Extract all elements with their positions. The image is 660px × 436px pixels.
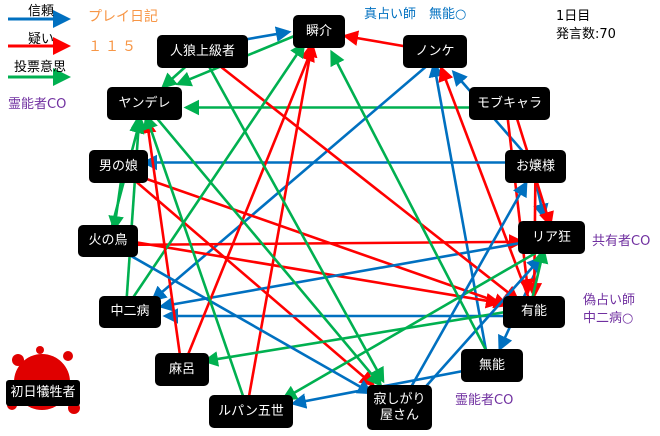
- vote-arrow: [124, 113, 147, 309]
- legend-vote-label: 投票意思: [14, 60, 67, 75]
- vote-arrow: [330, 49, 498, 371]
- post-count: 発言数:70: [556, 27, 616, 42]
- node-hinotori: 火の鳥: [78, 225, 138, 257]
- vote-arrow: [197, 46, 385, 384]
- node-lupin: ルパン五世: [209, 395, 293, 428]
- trust-arrow: [150, 54, 440, 302]
- annotation-medium-co: 霊能者CO: [8, 97, 67, 112]
- trust-arrow: [290, 364, 493, 409]
- doubt-arrow: [205, 54, 520, 302]
- legend-trust-label: 信頼: [28, 4, 55, 19]
- doubt-arrow: [117, 165, 376, 387]
- legend-arrows: [8, 10, 71, 86]
- legend-doubt-label: 疑い: [28, 32, 55, 47]
- node-riakyou: リア狂: [518, 221, 585, 254]
- annotation-medium-co-2: 霊能者CO: [455, 393, 514, 408]
- node-yuunou: 有能: [503, 296, 565, 328]
- doubt-arrow: [140, 117, 184, 370]
- trust-arrow: [428, 61, 490, 362]
- annotation-mason-co: 共有者CO: [592, 234, 651, 249]
- node-mob: モブキャラ: [469, 87, 550, 120]
- doubt-arrow: [122, 169, 510, 309]
- doubt-arrow: [103, 235, 502, 309]
- node-jinro: 人狼上級者: [157, 35, 248, 68]
- diary-number: １１５: [88, 39, 139, 55]
- node-chuni: 中二病: [99, 296, 161, 328]
- annotation-true-seer: 真占い師 無能○: [364, 7, 467, 22]
- day-label: 1日目: [556, 9, 591, 24]
- vote-arrow: [281, 240, 557, 401]
- doubt-arrow: [245, 41, 318, 408]
- trust-arrow: [111, 243, 374, 395]
- vote-arrow: [202, 306, 531, 367]
- node-munou: 無能: [461, 349, 523, 382]
- annotation-fake-seer: 偽占い師 中二病○: [583, 293, 636, 326]
- node-shunsuke: 瞬介: [293, 15, 345, 48]
- node-nonke: ノンケ: [403, 35, 467, 68]
- node-ojou: お嬢様: [505, 150, 566, 183]
- node-otoko: 男の娘: [89, 150, 148, 183]
- vote-arrow: [143, 113, 249, 408]
- diary-title: プレイ日記: [88, 9, 158, 25]
- node-sabishi: 寂しがり 屋さん: [367, 385, 432, 430]
- trust-arrow: [398, 180, 528, 409]
- node-yandere: ヤンデレ: [107, 87, 182, 120]
- doubt-arrow: [438, 65, 536, 313]
- doubt-arrow: [111, 234, 525, 250]
- node-maro: 麻呂: [155, 353, 209, 386]
- vote-arrow: [124, 41, 306, 309]
- trust-arrow: [158, 236, 552, 312]
- doubt-arrow: [180, 45, 315, 370]
- first-victim-label: 初日犠牲者: [6, 380, 80, 406]
